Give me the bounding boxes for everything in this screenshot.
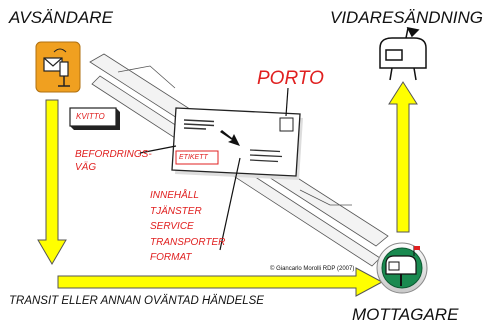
sender-icon <box>35 41 81 93</box>
copyright-notice: © Giancarlo Morolli RDP (2007) <box>270 266 355 272</box>
attribute-item: TRANSPORTER <box>150 236 226 248</box>
postage-label: PORTO <box>257 68 324 89</box>
pointer-lines <box>139 87 289 251</box>
letter-attributes-list: INNEHÅLL TJÄNSTER SERVICE TRANSPORTER FO… <box>150 188 225 266</box>
direction-arrow <box>220 130 240 146</box>
label-box <box>175 150 219 165</box>
attribute-item: TJÄNSTER <box>150 205 202 217</box>
attribute-item: FORMAT <box>150 252 192 263</box>
attribute-item: SERVICE <box>150 221 194 232</box>
receipt-slip <box>69 107 120 130</box>
attribute-item: INNEHÅLL <box>150 190 199 201</box>
transit-label: TRANSIT ELLER ANNAN OVÄNTAD HÄNDELSE <box>9 295 264 307</box>
envelope-label-text: ETIKETT <box>179 154 208 161</box>
receiver-label: MOTTAGARE <box>352 305 459 324</box>
arrow-to-forwarding <box>388 81 418 233</box>
postage-stamp <box>279 117 294 132</box>
arrow-to-receiver <box>57 267 384 297</box>
receiver-mailbox-icon <box>376 242 428 294</box>
receipt-label: KVITTO <box>76 112 105 121</box>
routing-label: BEFORDRINGS- VÄG <box>75 148 152 174</box>
forwarding-label: VIDARESÄNDNING <box>330 8 484 27</box>
routing-label-line-2: VÄG <box>75 162 97 173</box>
routing-label-line-1: BEFORDRINGS- <box>75 149 152 160</box>
forwarding-mailbox-icon <box>379 26 427 81</box>
sender-label: AVSÄNDARE <box>9 8 113 27</box>
arrow-sender-down <box>37 99 67 265</box>
envelope <box>171 107 303 180</box>
